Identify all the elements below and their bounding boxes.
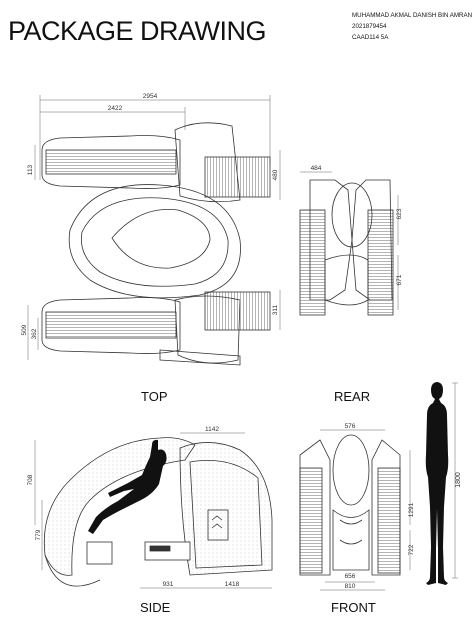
standing-human-silhouette bbox=[425, 382, 449, 585]
dim-front-right-upper: 1291 bbox=[408, 502, 415, 517]
dim-front-right-lower: 722 bbox=[408, 544, 415, 555]
author-class: CAAD114 5A bbox=[352, 34, 389, 41]
dim-side-height: 708 bbox=[27, 474, 34, 485]
dim-front-top-width: 576 bbox=[345, 423, 356, 430]
dim-rear-upper: 623 bbox=[396, 208, 403, 219]
dim-track-lower-rear: 311 bbox=[272, 304, 279, 315]
top-view bbox=[27, 95, 281, 366]
author-name: MUHAMMAD AKMAL DANISH BIN AMRAN bbox=[352, 12, 473, 19]
front-view-label: FRONT bbox=[331, 600, 376, 615]
top-view-label: TOP bbox=[141, 389, 168, 404]
dim-side-lower-length: 931 bbox=[163, 581, 174, 588]
dim-front-base-width: 810 bbox=[345, 583, 356, 590]
top-dimension-lines bbox=[27, 95, 281, 360]
dim-side-front-height: 779 bbox=[35, 529, 42, 540]
front-left-track bbox=[299, 467, 323, 574]
dim-rear-width: 484 bbox=[311, 165, 322, 172]
front-right-track bbox=[377, 467, 401, 574]
dim-upper-length: 2422 bbox=[108, 105, 123, 112]
side-view-label: SIDE bbox=[140, 600, 171, 615]
dim-side-rear-length: 1418 bbox=[225, 581, 240, 588]
dim-rear-lower: 671 bbox=[396, 274, 403, 285]
side-view bbox=[34, 432, 273, 589]
seated-human-silhouette bbox=[88, 439, 167, 534]
standing-human: 1800 bbox=[425, 382, 462, 585]
sheet-title: PACKAGE DRAWING bbox=[8, 16, 267, 46]
rear-left-track bbox=[299, 209, 326, 316]
rear-view bbox=[299, 171, 399, 316]
dim-side-top-length: 1142 bbox=[205, 426, 219, 433]
top-dimension-values: 2954 2422 113 480 311 509 362 bbox=[21, 93, 279, 339]
dim-lower-left-b: 362 bbox=[31, 328, 38, 339]
lower-rear-track bbox=[204, 291, 271, 331]
author-block: MUHAMMAD AKMAL DANISH BIN AMRAN 20218794… bbox=[352, 10, 472, 43]
upper-rear-track bbox=[204, 156, 271, 198]
author-id: 2021879454 bbox=[352, 23, 387, 30]
rear-view-label: REAR bbox=[334, 389, 371, 404]
dim-lower-left-a: 509 bbox=[21, 324, 28, 335]
lower-track-tread bbox=[45, 311, 177, 339]
upper-track-tread bbox=[45, 149, 177, 175]
dim-track-rear: 480 bbox=[272, 169, 279, 180]
rear-right-track bbox=[367, 209, 394, 316]
dim-overall-length: 2954 bbox=[143, 93, 158, 100]
front-view bbox=[299, 429, 411, 591]
dim-human-height: 1800 bbox=[455, 472, 462, 488]
dim-track-gap: 113 bbox=[27, 164, 34, 175]
dim-front-lower-width: 656 bbox=[345, 573, 356, 580]
